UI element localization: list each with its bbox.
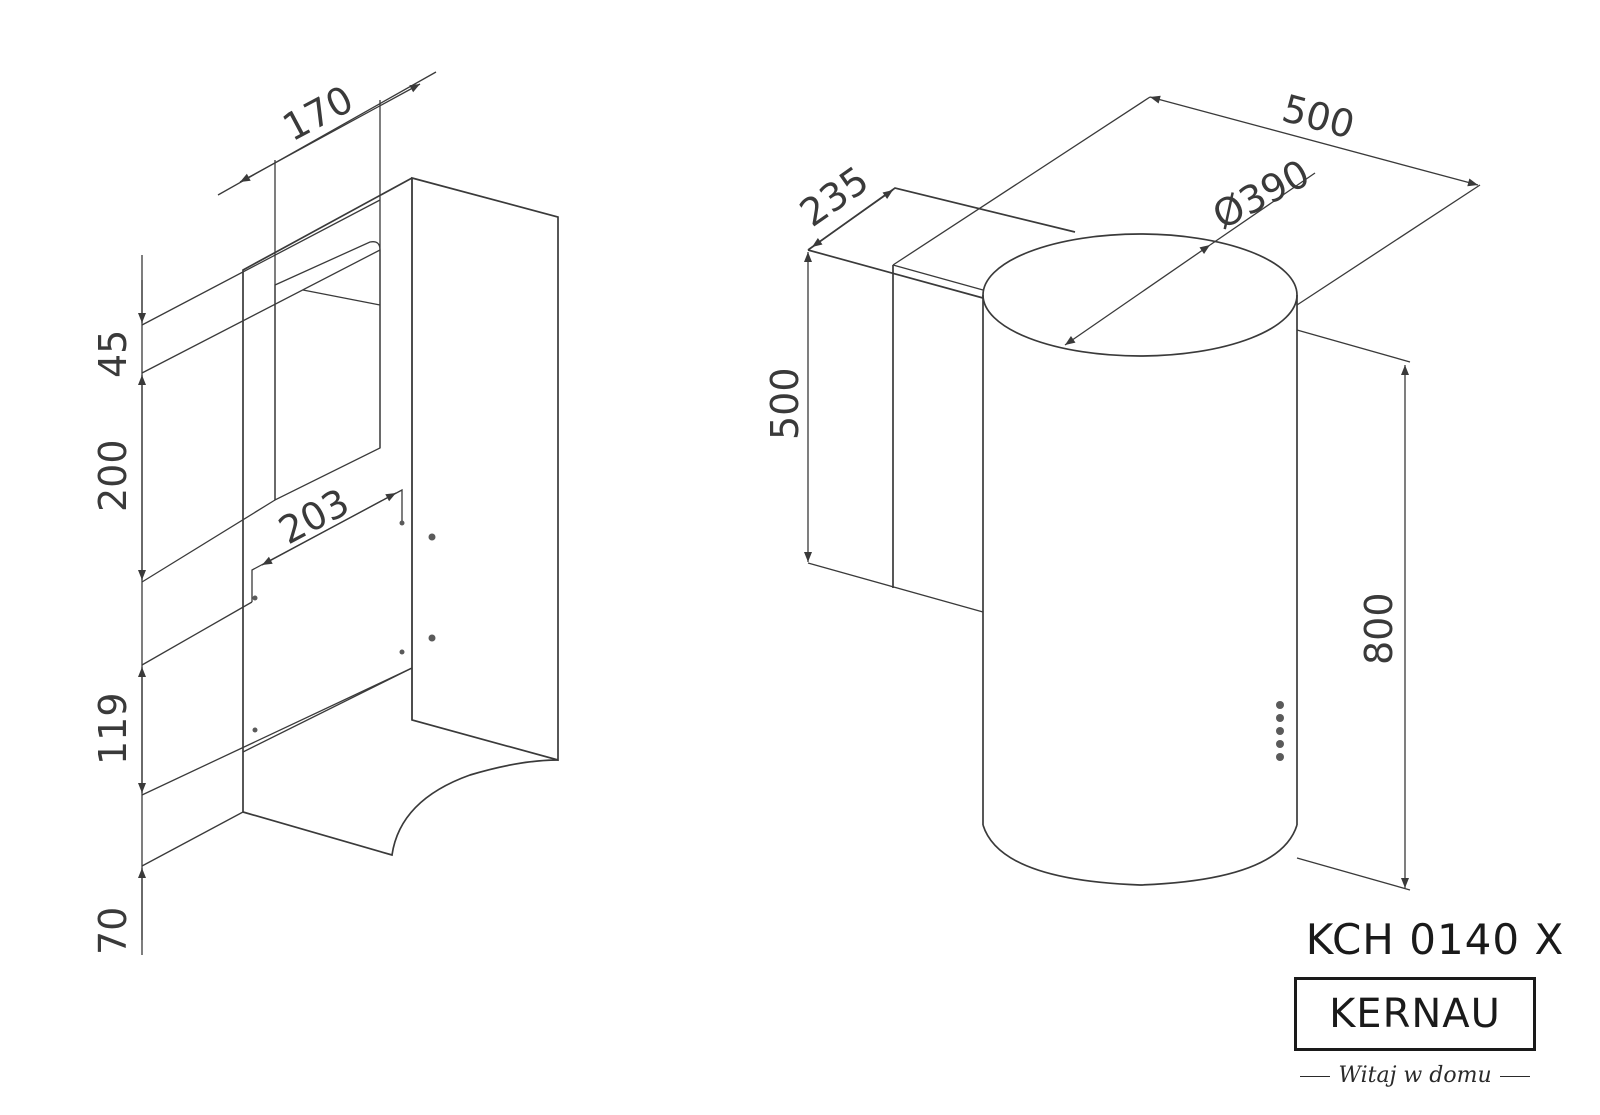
dim-235-label: 235 <box>792 158 877 236</box>
back-opening <box>274 241 381 502</box>
left-view-drawing <box>138 71 559 955</box>
right-view-drawing <box>804 95 1481 891</box>
dim-diameter-label: Ø390 <box>1206 151 1317 238</box>
slogan-text: Witaj w domu <box>1338 1063 1492 1088</box>
opening-inner-line <box>302 289 381 306</box>
dim-500-depth-label: 500 <box>1278 86 1359 147</box>
control-button-5 <box>1276 753 1284 761</box>
slogan: Witaj w domu <box>1290 1063 1540 1088</box>
dim-45-label: 45 <box>91 330 135 378</box>
box-top-edge <box>242 177 413 812</box>
box-bottom-curve <box>242 759 559 857</box>
control-button-1 <box>1276 701 1284 709</box>
dim-200-label: 200 <box>91 439 135 512</box>
dim-119-label: 119 <box>91 692 135 765</box>
dim-70-label: 70 <box>91 907 135 955</box>
logo-text: KERNAU <box>1329 991 1501 1037</box>
box-right-side <box>411 176 559 762</box>
brand-block: KCH 0140 X KERNAU Witaj w domu <box>1290 905 1580 1105</box>
kernau-logo: KERNAU <box>1294 977 1536 1051</box>
dim-203-label: 203 <box>272 480 357 553</box>
cylinder-bottom <box>982 824 1298 886</box>
cylinder-top <box>982 233 1298 357</box>
model-number: KCH 0140 X <box>1305 915 1565 964</box>
dim-800-label: 800 <box>1357 592 1401 665</box>
control-button-3 <box>1276 727 1284 735</box>
control-button-2 <box>1276 714 1284 722</box>
control-button-4 <box>1276 740 1284 748</box>
dim-500-height-label: 500 <box>763 367 807 440</box>
